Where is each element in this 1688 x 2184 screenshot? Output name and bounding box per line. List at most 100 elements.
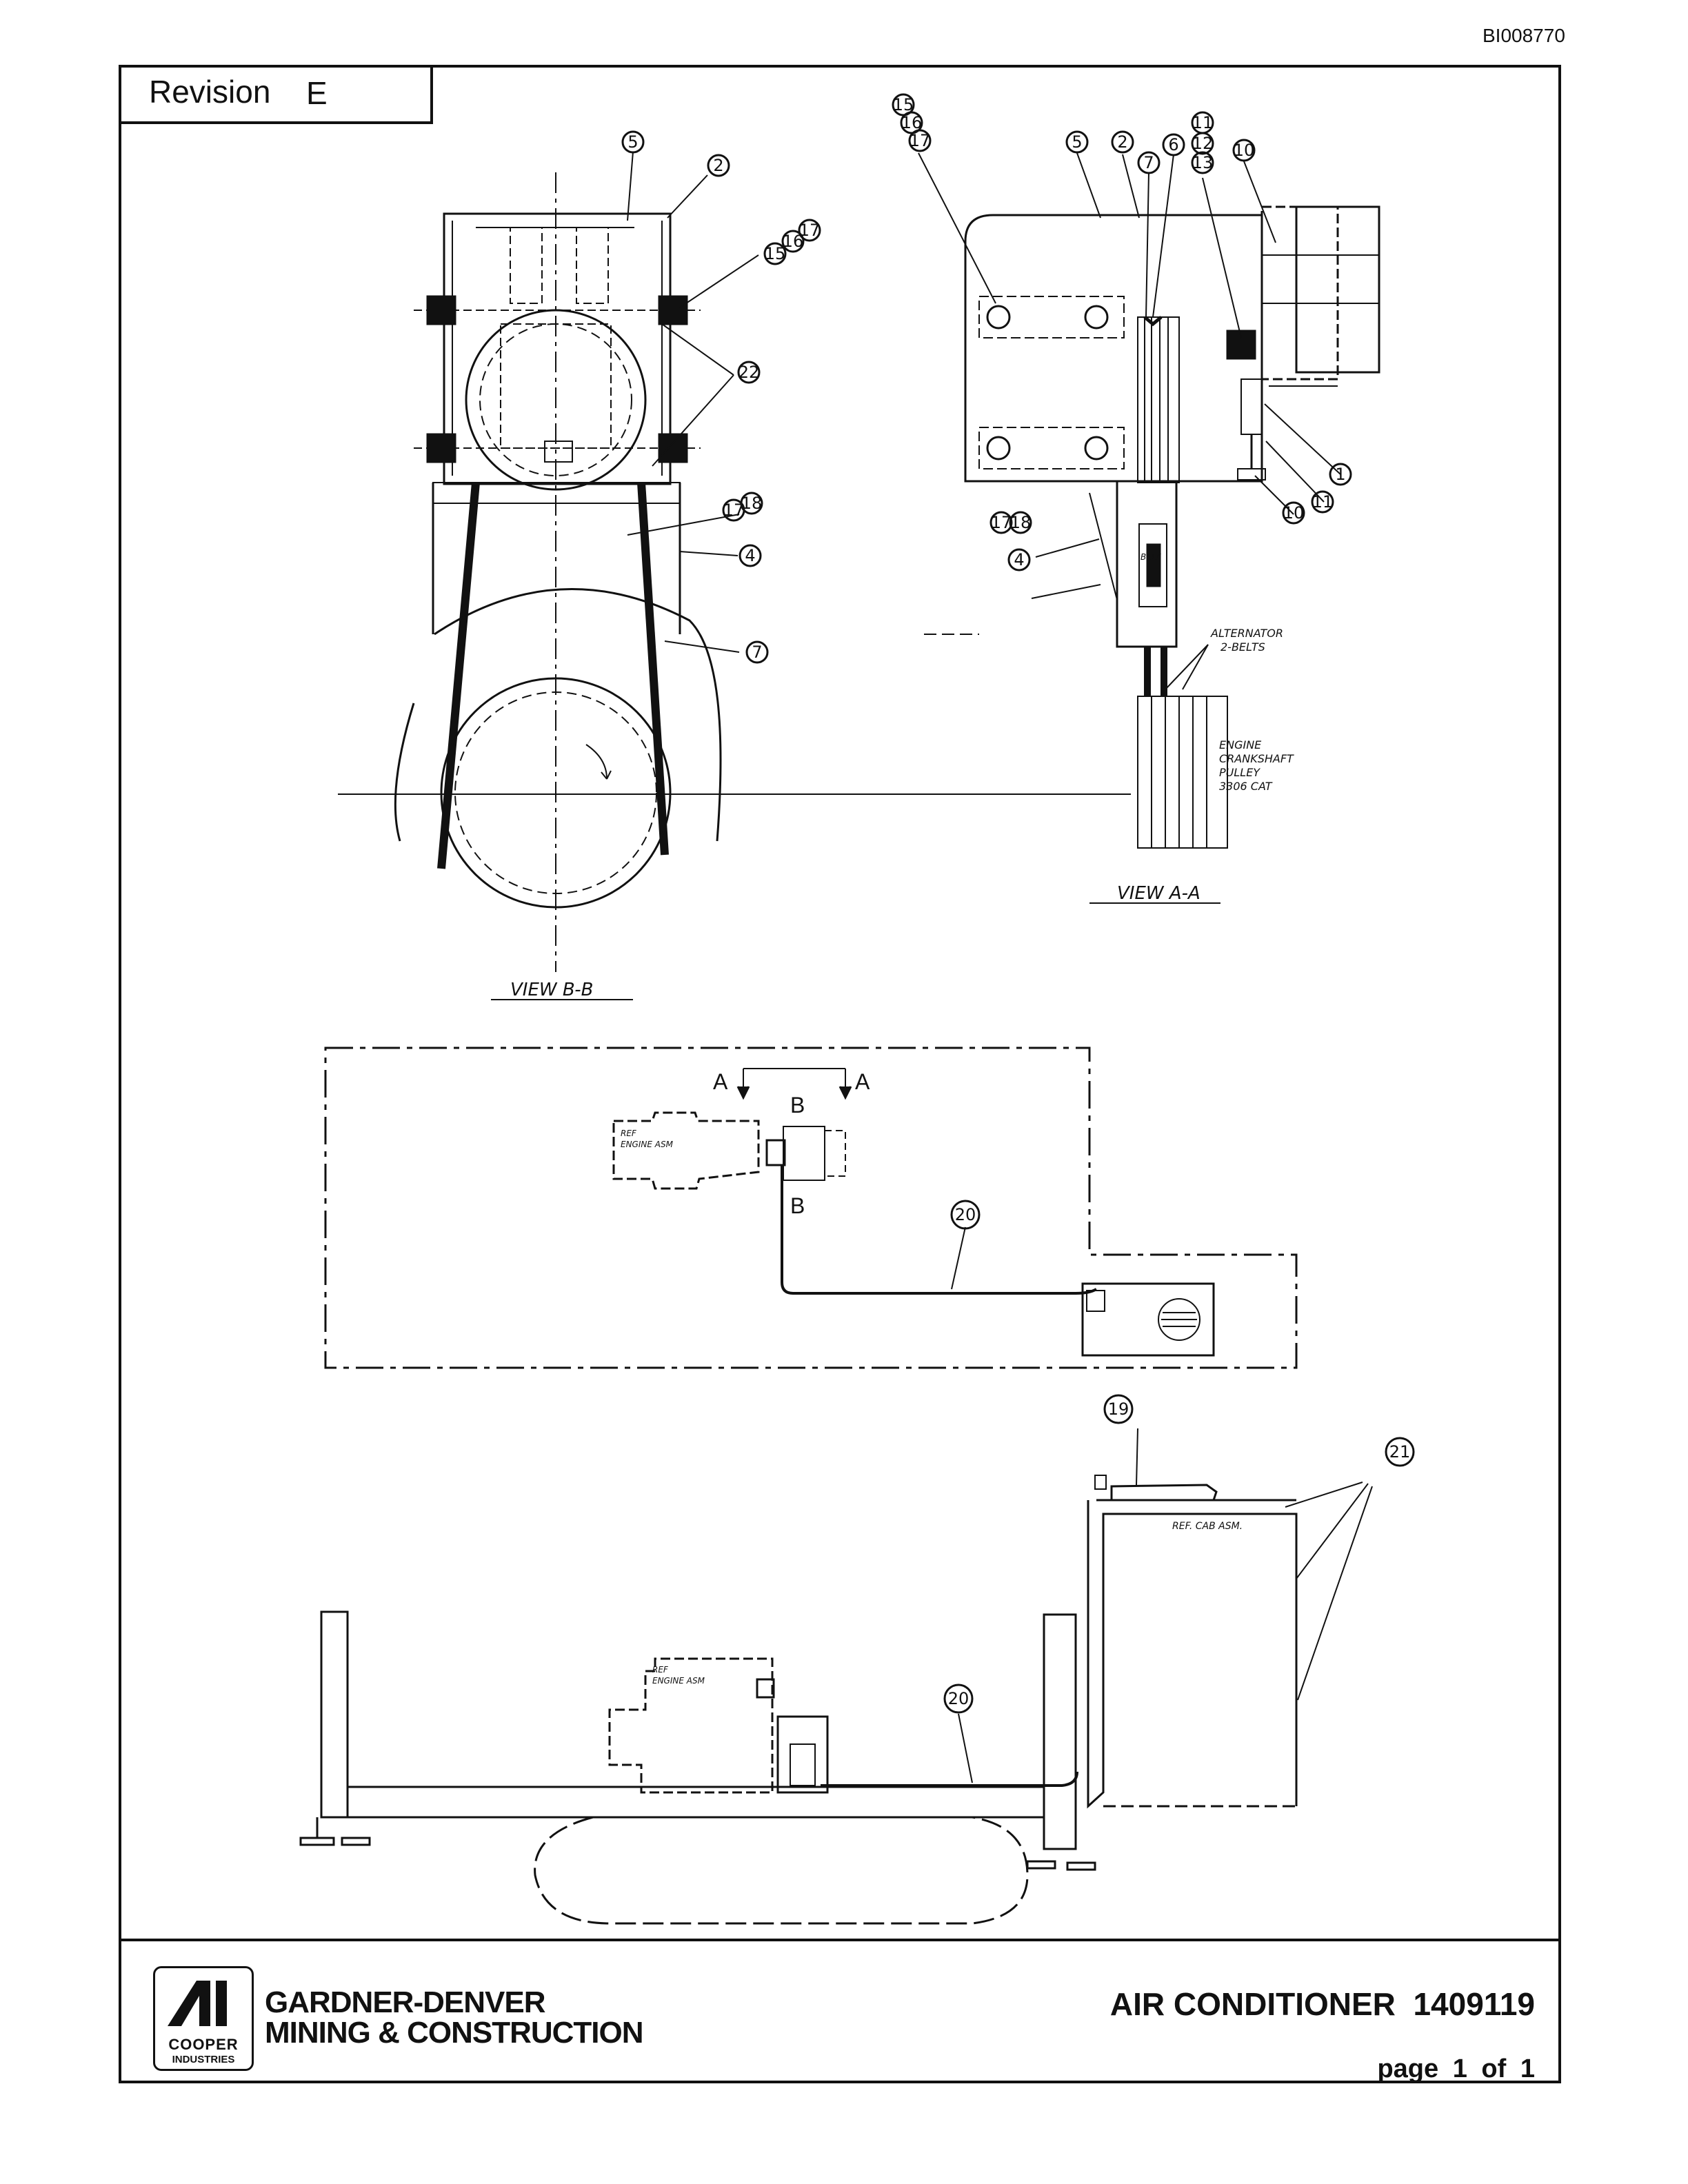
svg-text:15: 15	[765, 244, 786, 263]
cooper-logo: COOPER INDUSTRIES	[153, 1966, 254, 2071]
company-name-line1: GARDNER-DENVER	[265, 1985, 545, 2019]
page-number: 1	[1452, 2054, 1467, 2083]
svg-text:7: 7	[752, 643, 762, 662]
callout-19: 19	[1103, 1394, 1134, 1424]
drawing-frame	[119, 65, 1561, 2083]
svg-text:17: 17	[910, 131, 931, 150]
note-belt: BELT	[1141, 552, 1162, 562]
callout-18-aa: 18	[1009, 511, 1032, 534]
callout-17-bb: 17	[798, 219, 821, 242]
callout-bubbles: 5 2 15 16 17 22 17 18 4 7 15 16 17 5 2 7…	[621, 93, 1415, 1714]
callout-20-side: 20	[943, 1684, 974, 1714]
svg-text:12: 12	[1192, 134, 1214, 153]
svg-text:11: 11	[1192, 113, 1214, 132]
page-label: page	[1377, 2054, 1439, 2083]
note-ref-engine-1: REF	[621, 1129, 637, 1138]
note-ref-engine-2: REF	[652, 1665, 669, 1675]
svg-text:7: 7	[1143, 153, 1154, 172]
svg-text:17: 17	[991, 513, 1012, 532]
callout-2-bb: 2	[707, 154, 730, 177]
section-b-top: B	[790, 1093, 805, 1118]
svg-text:2: 2	[1117, 132, 1127, 152]
note-3306-cat: 3306 CAT	[1219, 780, 1273, 793]
svg-text:11: 11	[1312, 492, 1334, 512]
note-engine: ENGINE	[1219, 738, 1262, 751]
svg-text:19: 19	[1108, 1399, 1129, 1419]
note-engine-asm-2: ENGINE ASM	[652, 1676, 705, 1686]
logo-text-cooper: COOPER	[168, 2036, 239, 2053]
company-name-line2: MINING & CONSTRUCTION	[265, 2016, 644, 2050]
svg-text:20: 20	[948, 1689, 969, 1708]
svg-text:10: 10	[1234, 141, 1255, 160]
callout-12: 10	[1282, 501, 1305, 525]
view-bb-drawing	[338, 172, 1131, 1000]
document-title: AIR CONDITIONER 1409119	[1109, 1986, 1535, 2022]
callout-4-aa: 4	[1007, 548, 1031, 572]
revision-value: E	[306, 75, 328, 111]
callout-17-aa-lower: 17	[989, 511, 1013, 534]
page-info: page 1 of 1	[1377, 2054, 1535, 2084]
svg-text:15: 15	[893, 95, 914, 114]
callout-8: 10	[1232, 139, 1256, 162]
svg-text:5: 5	[627, 132, 638, 152]
callout-22: 22	[737, 361, 761, 384]
svg-text:16: 16	[901, 113, 923, 132]
logo-text-industries: INDUSTRIES	[172, 2054, 235, 2065]
note-crankshaft: CRANKSHAFT	[1219, 752, 1294, 765]
svg-text:18: 18	[1010, 513, 1032, 532]
svg-text:5: 5	[1072, 132, 1082, 152]
callout-21: 21	[1385, 1437, 1415, 1467]
callout-9: 11	[1191, 111, 1214, 134]
callout-7-aa: 7	[1137, 151, 1160, 174]
svg-text:22: 22	[738, 363, 760, 382]
callout-1: 1	[1329, 463, 1352, 486]
svg-text:17: 17	[799, 221, 821, 240]
svg-text:10: 10	[1283, 503, 1305, 523]
callout-15-bb: 15	[763, 242, 787, 265]
note-pulley: PULLEY	[1219, 766, 1260, 779]
svg-text:18: 18	[741, 494, 763, 513]
callout-5-aa: 5	[1065, 130, 1089, 154]
view-bb-label: VIEW B-B	[510, 980, 593, 1000]
callout-17-aa: 17	[908, 129, 932, 152]
callout-18-bb: 18	[740, 492, 763, 515]
svg-text:1: 1	[1335, 465, 1345, 484]
view-aa-drawing	[924, 205, 1380, 904]
leader-lines	[627, 151, 1341, 653]
title-block: COOPER INDUSTRIES GARDNER-DENVER MINING …	[121, 1939, 1558, 2084]
page-total: 1	[1520, 2054, 1535, 2083]
callout-6: 6	[1162, 133, 1185, 156]
callout-20-plan: 20	[950, 1200, 981, 1230]
svg-text:4: 4	[745, 546, 755, 565]
callout-11: 13	[1191, 151, 1214, 174]
of-label: of	[1481, 2054, 1507, 2083]
revision-box: Revision E	[119, 65, 433, 124]
plan-view-drawing	[324, 1046, 1298, 1369]
callout-5-bb: 5	[621, 130, 645, 154]
callout-4-bb: 4	[738, 544, 762, 567]
callout-13: 11	[1311, 490, 1334, 514]
section-a-left: A	[713, 1069, 728, 1094]
callout-16-aa: 16	[900, 111, 923, 134]
note-belts: 2-BELTS	[1220, 640, 1265, 654]
section-b-bottom: B	[790, 1193, 805, 1218]
callout-2-aa: 2	[1111, 130, 1134, 154]
revision-label: Revision	[149, 74, 271, 110]
note-ref-cab-asm: REF. CAB ASM.	[1172, 1521, 1243, 1532]
svg-text:4: 4	[1014, 550, 1024, 569]
svg-text:13: 13	[1192, 153, 1214, 172]
note-alternator: ALTERNATOR	[1210, 627, 1283, 640]
cooper-logo-mark-icon	[168, 1981, 227, 2026]
callout-7-bb: 7	[745, 640, 769, 664]
callout-10: 12	[1191, 132, 1214, 155]
svg-text:6: 6	[1168, 135, 1178, 154]
svg-text:20: 20	[955, 1205, 976, 1224]
svg-text:21: 21	[1389, 1442, 1411, 1462]
note-engine-asm-1: ENGINE ASM	[621, 1140, 674, 1149]
side-elevation-drawing	[299, 1226, 1373, 1925]
view-aa-label: VIEW A-A	[1117, 883, 1200, 904]
document-id: BI008770	[1483, 25, 1565, 46]
svg-text:2: 2	[713, 156, 723, 175]
section-a-right: A	[855, 1069, 870, 1094]
